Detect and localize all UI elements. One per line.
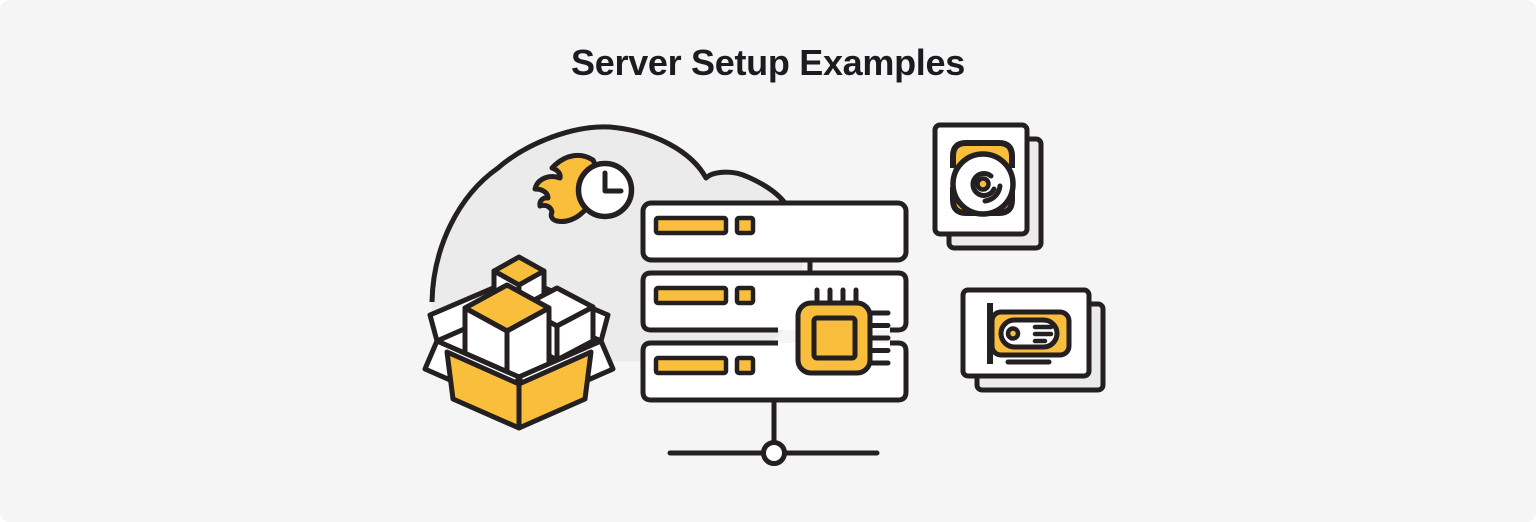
speed-clock-icon: [532, 152, 635, 224]
cpu-chip-icon: [795, 287, 891, 376]
box-body: [516, 349, 594, 431]
expansion-card-icon: [960, 287, 1106, 393]
package-box-icon: [422, 254, 616, 431]
cpu-pins-top: [814, 287, 859, 307]
cpu-die: [811, 315, 858, 361]
server-status-bars: [653, 215, 756, 376]
server-unit-2: [640, 270, 909, 333]
cpu-pins-right: [866, 310, 891, 366]
card-vents: [1032, 324, 1054, 344]
drive-frame-brackets: [950, 140, 1015, 216]
page-title: Server Setup Examples: [571, 42, 965, 83]
card-led: [1005, 326, 1021, 341]
disk-hub: [975, 176, 991, 192]
disk-drive-card-icon: [932, 122, 1044, 251]
clock-hands: [602, 170, 624, 194]
network-node-icon: [667, 397, 880, 466]
network-node: [761, 440, 787, 466]
